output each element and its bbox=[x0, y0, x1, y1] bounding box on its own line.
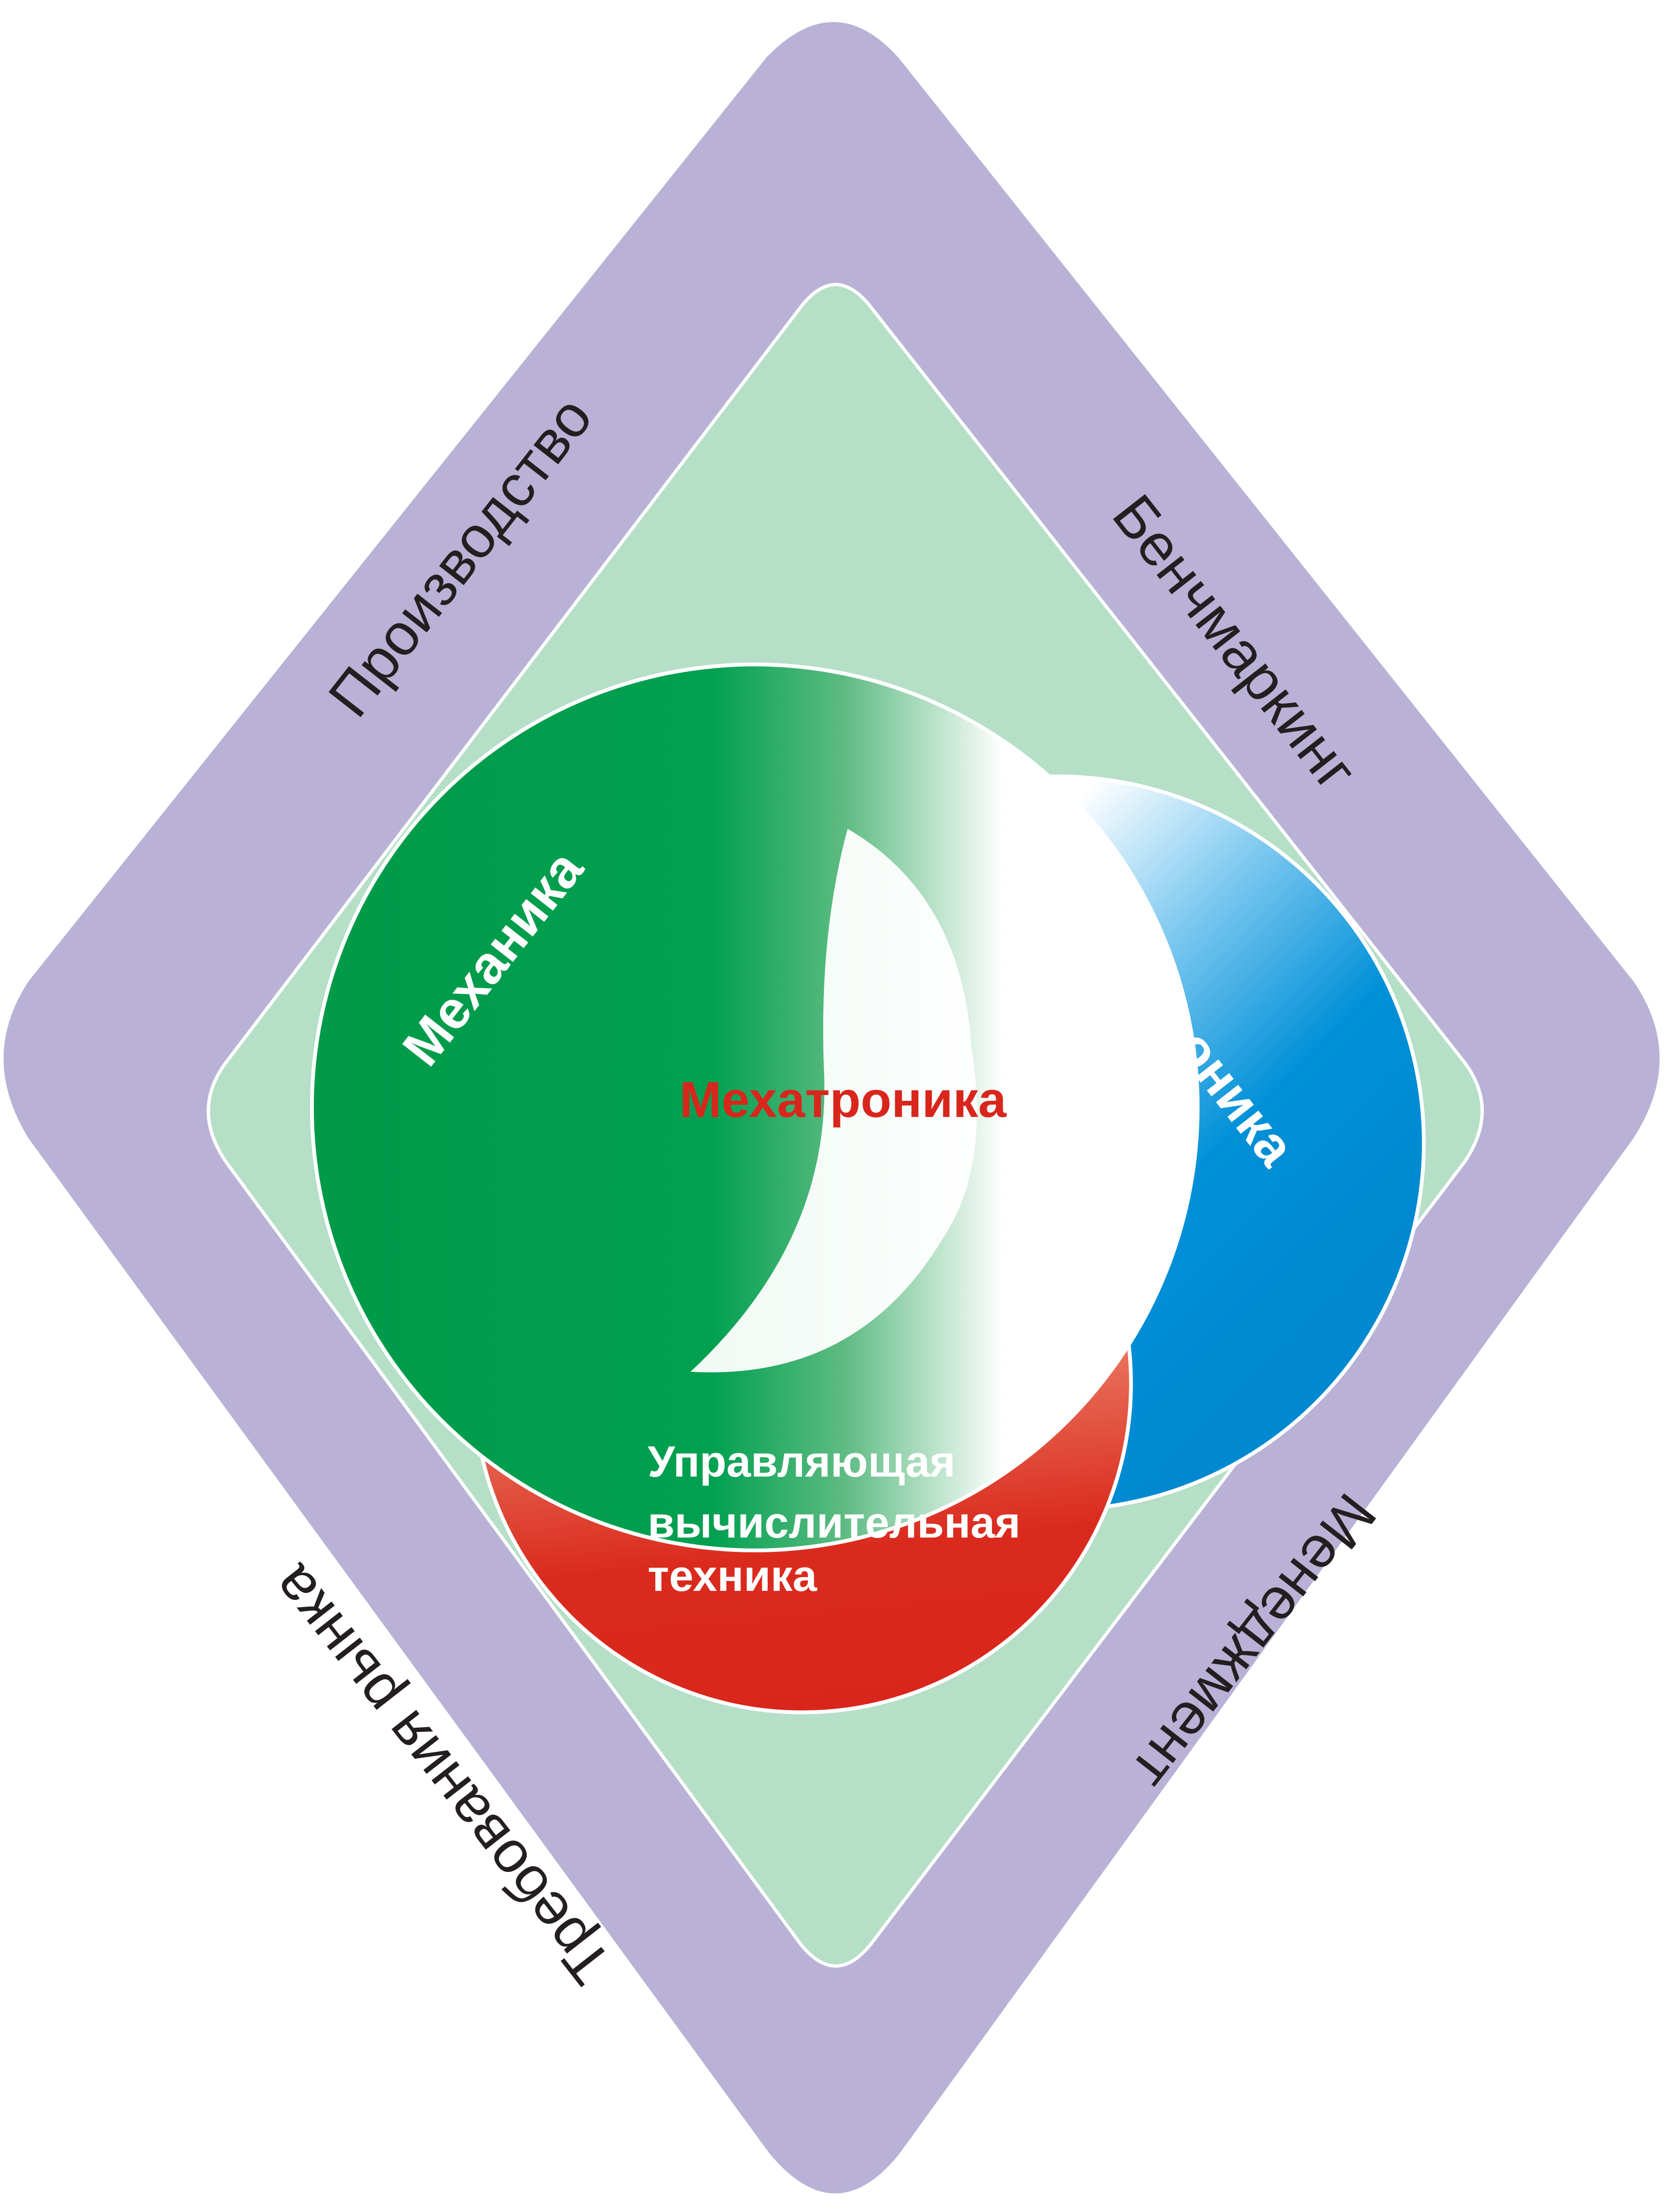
label-control-line-1: Управляющая bbox=[648, 1438, 955, 1486]
venn-circles bbox=[310, 663, 1426, 1714]
label-control-line-3: техника bbox=[648, 1552, 817, 1600]
circle-mechanics bbox=[310, 663, 1200, 1552]
center-overlap bbox=[690, 829, 977, 1373]
label-control-computing: Управляющая вычислительная техника bbox=[648, 1438, 1032, 1600]
label-control-line-2: вычислительная bbox=[648, 1498, 1021, 1547]
label-mechatronics: Мехатроника bbox=[680, 1072, 1007, 1128]
